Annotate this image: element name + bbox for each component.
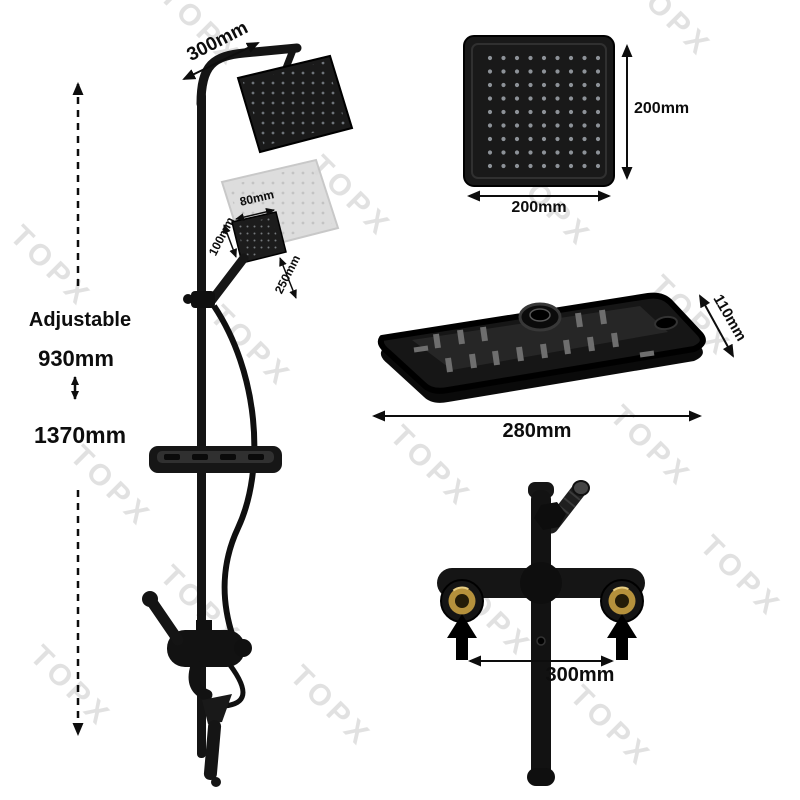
mixer-detail-view: [437, 480, 645, 786]
arrow-arm-length: [182, 42, 260, 80]
arrow-hand-width: [235, 207, 275, 222]
shower-hose: [211, 304, 258, 641]
label-height-min: 930mm: [38, 346, 114, 371]
arrow-inlet-right-up: [607, 614, 637, 660]
mixer-faucet: [142, 591, 252, 701]
label-head-width: 200mm: [511, 199, 567, 216]
soap-shelf: [149, 446, 282, 473]
hand-wand: [202, 663, 246, 787]
label-shelf-width: 280mm: [502, 420, 572, 442]
arrow-inlet-left-up: [447, 614, 477, 660]
slider-bracket: [183, 291, 215, 308]
mixer-vertical-pipe: [531, 490, 551, 780]
arrow-hand-length: [279, 257, 297, 299]
label-adjustable: Adjustable: [28, 309, 132, 331]
riser-pole: [197, 92, 206, 758]
shelf-3d-view: [372, 292, 734, 422]
shelf-hook-notch: [654, 315, 678, 331]
shower-system-illustration: [142, 43, 354, 787]
label-inlet-spacing: 300mm: [545, 664, 615, 686]
dimension-arrows-main: [71, 42, 297, 736]
shelf-slots: [433, 309, 619, 373]
label-height-max: 1370mm: [33, 422, 127, 448]
rain-shower-head: [236, 54, 354, 154]
head-top-view: [463, 35, 633, 202]
label-head-height: 200mm: [634, 100, 690, 117]
arrow-hand-depth: [223, 224, 237, 258]
arrow-shelf-depth: [699, 294, 734, 358]
hand-shower: [207, 211, 287, 305]
